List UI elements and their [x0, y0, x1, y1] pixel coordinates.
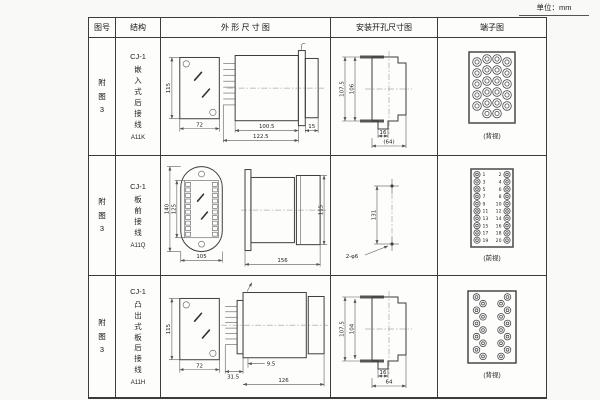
dim-cutout-outer-height: 107.5	[339, 320, 345, 336]
dim-body-height: 125	[171, 203, 177, 213]
header-fig-no: 图号	[89, 18, 116, 38]
structure-desc: 板前接线	[134, 195, 142, 237]
structure-row2: CJ-1 板前接线 A11Q	[116, 156, 161, 276]
svg-text:8: 8	[499, 194, 502, 200]
structure-row3: CJ-1 凸出式板后接线 A11H	[116, 276, 161, 398]
dim-cutout-outer-height: 107.5	[339, 80, 345, 96]
svg-text:10: 10	[496, 201, 502, 207]
svg-text:17: 17	[483, 230, 489, 236]
svg-text:11: 11	[483, 208, 489, 214]
terminal-grid	[472, 53, 512, 118]
dim-cutout-overall-width: (64)	[383, 139, 394, 145]
dim-body-length: 100.5	[258, 124, 274, 130]
mounting-cell-row3: 107.5 104 16 64	[331, 276, 438, 398]
terminal-view-label: (背视)	[483, 131, 500, 140]
svg-text:6: 6	[499, 186, 502, 192]
dim-front-height: 115	[165, 82, 171, 92]
dim-front-width: 105	[196, 254, 206, 260]
outline-drawing-row3: 115 72 31.5 9.5 126	[165, 281, 328, 386]
outline-cell-row1: 115 72 100.5 15 122.5	[161, 38, 331, 156]
svg-text:7: 7	[483, 194, 486, 200]
mounting-drawing-row2: 131 2-φ6	[345, 178, 399, 260]
dim-side-height: 115	[318, 204, 324, 214]
fig-no-row3: 附图3	[89, 276, 116, 398]
unit-label: 单位：mm	[519, 2, 589, 16]
dim-total-length: 156	[277, 257, 288, 263]
terminal-view-label: (前视)	[483, 253, 500, 262]
dim-cutout-inner-height: 104	[349, 323, 355, 334]
dimension-table: 图号 结构 外 形 尺 寸 图 安装开孔尺寸图 端子图 附图3 CJ-1 嵌入式…	[88, 17, 547, 399]
svg-text:16: 16	[496, 223, 502, 229]
hole-spec-label: 2-φ6	[345, 254, 358, 260]
svg-text:2: 2	[499, 172, 502, 178]
terminal-diagram-row1: (背视)	[468, 50, 516, 140]
terminal-grid	[472, 292, 512, 360]
structure-model: CJ-1	[130, 286, 146, 296]
fig-no-text: 附图3	[98, 78, 106, 115]
svg-text:3: 3	[483, 179, 486, 185]
fig-no-row1: 附图3	[89, 38, 116, 156]
structure-model: CJ-1	[130, 52, 146, 62]
terminal-cell-row1: (背视)	[438, 38, 546, 156]
mounting-drawing-row1: 107.5 106 16 (64)	[339, 50, 412, 148]
outline-drawing-row1: 115 72 100.5 15 122.5	[165, 42, 324, 142]
svg-text:9: 9	[483, 201, 486, 207]
structure-code: A11H	[130, 380, 146, 387]
dim-total-length: 126	[278, 377, 289, 383]
mounting-cell-row1: 107.5 106 16 (64)	[331, 38, 438, 156]
svg-text:1: 1	[483, 172, 486, 178]
header-terminal: 端子图	[438, 18, 546, 38]
dim-tab-width: 16	[379, 130, 386, 136]
dim-offset: 9.5	[266, 361, 275, 367]
terminal-view-label: (背视)	[483, 370, 500, 379]
outline-drawing-row2: 140 125 105 156 115	[164, 165, 327, 266]
svg-text:12: 12	[496, 208, 502, 214]
fig-no-text: 附图3	[98, 197, 106, 234]
mounting-cell-row2: 131 2-φ6	[331, 156, 438, 276]
svg-text:20: 20	[496, 237, 502, 243]
header-outline: 外 形 尺 寸 图	[161, 18, 331, 38]
outline-cell-row3: 115 72 31.5 9.5 126	[161, 276, 331, 398]
svg-text:18: 18	[496, 230, 502, 236]
dim-front-width: 72	[196, 122, 203, 128]
structure-code: A11Q	[130, 242, 146, 249]
header-structure: 结构	[116, 18, 161, 38]
structure-desc: 嵌入式后接线	[134, 65, 142, 129]
dim-total-length: 122.5	[253, 134, 269, 140]
structure-model: CJ-1	[130, 182, 146, 192]
dim-tab-width: 16	[379, 370, 386, 376]
dim-rear-length: 15	[308, 124, 315, 130]
structure-desc: 凸出式板后接线	[134, 299, 142, 375]
svg-text:14: 14	[496, 216, 502, 222]
terminal-diagram-row3: (背视)	[467, 289, 517, 379]
header-mounting: 安装开孔尺寸图	[331, 18, 438, 38]
terminal-cell-row3: (背视)	[438, 276, 546, 398]
structure-code: A11K	[130, 134, 146, 141]
svg-text:19: 19	[483, 237, 489, 243]
outline-cell-row2: 140 125 105 156 115	[161, 156, 331, 276]
fig-no-text: 附图3	[98, 318, 106, 355]
dim-cutout-overall-width: 64	[385, 379, 392, 385]
dim-pin-length: 31.5	[227, 374, 239, 380]
svg-text:15: 15	[483, 223, 489, 229]
svg-text:5: 5	[483, 186, 486, 192]
fig-no-row2: 附图3	[89, 156, 116, 276]
svg-text:4: 4	[499, 179, 502, 185]
mounting-drawing-row3: 107.5 104 16 64	[339, 290, 412, 388]
svg-text:13: 13	[483, 216, 489, 222]
structure-row1: CJ-1 嵌入式后接线 A11K	[116, 38, 161, 156]
dim-flange-height: 140	[164, 203, 170, 214]
dim-front-height: 115	[165, 323, 171, 333]
dim-front-width: 72	[196, 363, 203, 369]
dim-hole-span: 131	[371, 209, 377, 220]
dim-cutout-inner-height: 106	[349, 83, 355, 94]
